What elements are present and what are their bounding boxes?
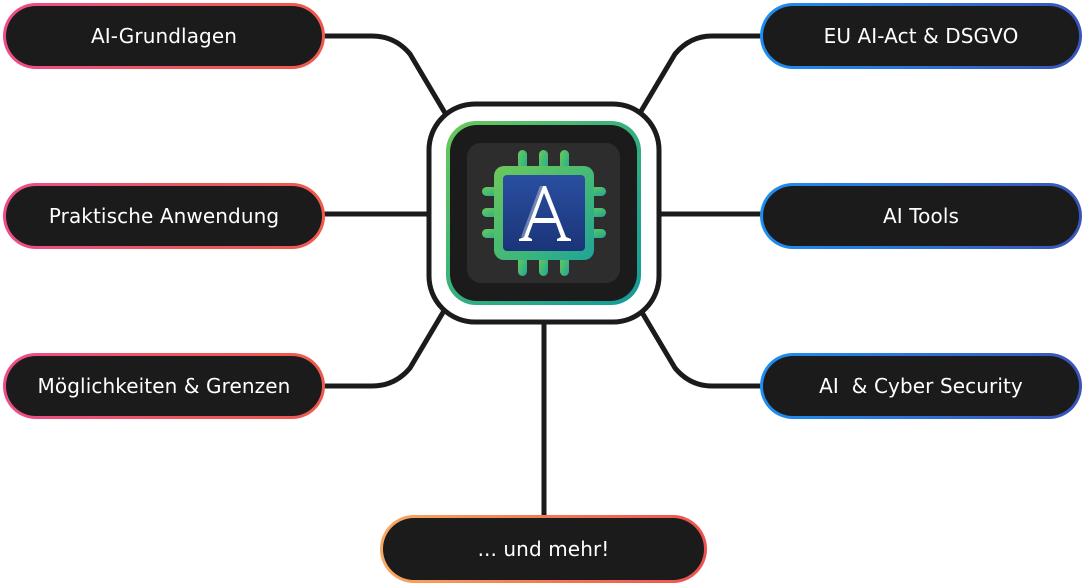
topic-ai-tools: AI Tools [760, 183, 1082, 249]
connector-moeglich [322, 301, 451, 389]
connector-euact [634, 33, 763, 121]
connector-grundlagen [322, 33, 451, 121]
topic-label: AI-Grundlagen [6, 6, 322, 66]
topic-label: AI & Cyber Security [763, 356, 1079, 416]
topic-label: AI Tools [763, 186, 1079, 246]
connector-cyber [634, 301, 763, 389]
topic-ai-cyber-security: AI & Cyber Security [760, 353, 1082, 419]
topic-moeglichkeiten-grenzen: Möglichkeiten & Grenzen [3, 353, 325, 419]
topic-label: EU AI-Act & DSGVO [763, 6, 1079, 66]
topic-eu-ai-act-dsgvo: EU AI-Act & DSGVO [760, 3, 1082, 69]
topic-label: Möglichkeiten & Grenzen [6, 356, 322, 416]
topic-und-mehr: ... und mehr! [380, 515, 707, 583]
logo-letter-a-icon [519, 186, 571, 241]
topic-praktische-anwendung: Praktische Anwendung [3, 183, 325, 249]
topic-label: ... und mehr! [383, 518, 704, 580]
topic-label: Praktische Anwendung [6, 186, 322, 246]
ai-chip-logo-icon [482, 150, 606, 276]
topic-ai-grundlagen: AI-Grundlagen [3, 3, 325, 69]
